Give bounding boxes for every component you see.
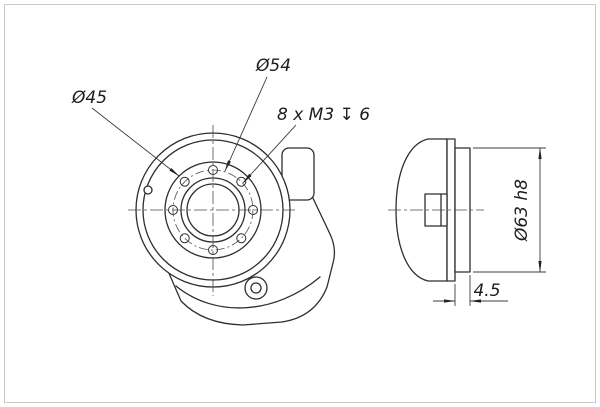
leader-boss-diameter — [91, 107, 180, 177]
leader-bolt-circle — [224, 76, 268, 172]
cable-hole-inner — [250, 282, 262, 294]
dim-text-spigot-length: 4.5 — [473, 281, 500, 301]
dim-spigot-length: 4.5 — [433, 275, 508, 306]
index-notch — [143, 185, 153, 195]
dim-bolt-circle-diameter: Ø54 — [224, 56, 291, 172]
dim-spigot-diameter: Ø63 h8 — [473, 147, 546, 273]
housing-body-inner-curve — [175, 276, 321, 309]
dim-tapped-holes: 8 x M3 ↧ 6 — [242, 105, 370, 184]
leader-tapped-holes — [242, 124, 297, 184]
dim-text-bolt-circle: Ø54 — [255, 56, 291, 76]
dim-text-tapped-holes: 8 x M3 ↧ 6 — [277, 105, 370, 125]
dim-text-boss-diameter: Ø45 — [71, 88, 107, 108]
connector-tab — [281, 147, 315, 201]
dim-text-spigot-diameter: Ø63 h8 — [512, 179, 532, 242]
front-view — [128, 125, 336, 326]
dim-boss-diameter: Ø45 — [71, 88, 180, 177]
dimensions: Ø45 Ø54 8 x M3 ↧ 6 Ø63 h8 4.5 — [71, 56, 546, 306]
drawing-frame — [4, 4, 596, 403]
side-view — [388, 138, 484, 282]
